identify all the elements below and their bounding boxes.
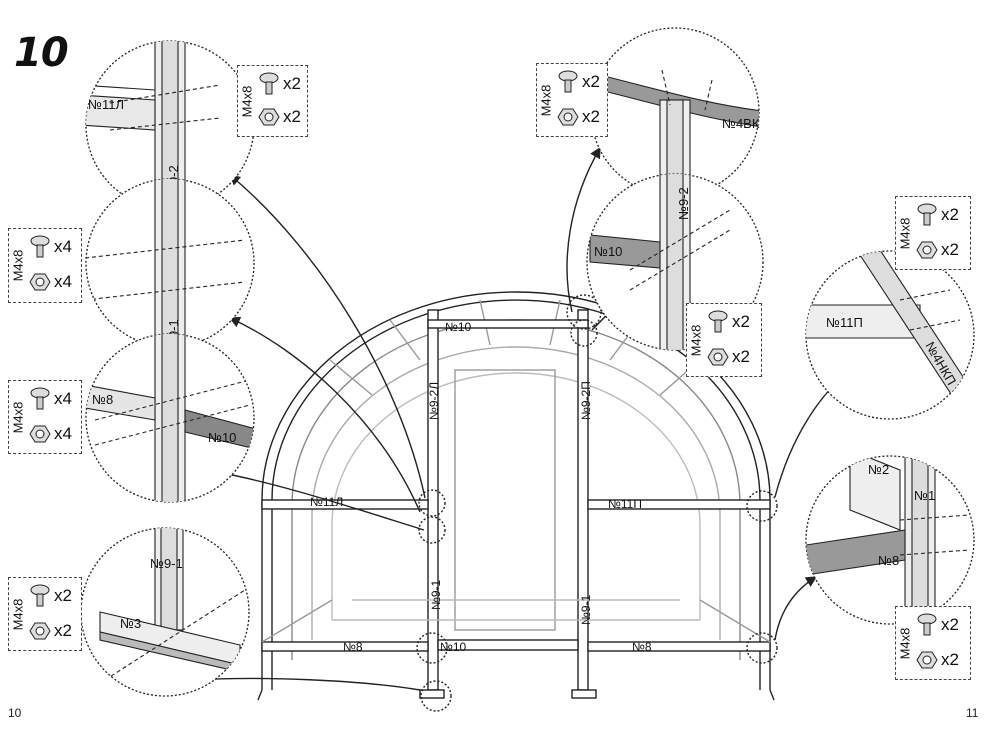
hardware-box-4: M4x8 x2 x2: [8, 577, 82, 651]
screw-icon: [917, 203, 937, 226]
label-11p-detail: №11П: [826, 315, 863, 330]
screw-row: x2: [707, 310, 750, 334]
label-9-2l: №9-2Л: [427, 382, 441, 420]
label-8-detail: №8: [92, 392, 113, 407]
screw-icon: [558, 70, 578, 93]
screw-row: x2: [557, 70, 600, 94]
label-2-detail: №2: [868, 462, 889, 477]
nut-icon: [29, 425, 51, 443]
callout-arrows: [193, 146, 860, 691]
hardware-box-2: M4x8 x4 x4: [8, 228, 82, 303]
screw-icon: [30, 387, 50, 410]
greenhouse-frame: [257, 291, 775, 701]
nut-icon: [29, 622, 51, 640]
label-10-detail: №10: [208, 430, 236, 445]
label-9-2-detail-b: №9-2: [676, 187, 691, 220]
nut-row: x4: [29, 271, 72, 293]
hardware-box-7: M4x8 x2 x2: [895, 196, 971, 270]
label-bottom-10: №10: [440, 640, 467, 654]
nut-icon: [916, 241, 938, 259]
frame-labels: №10 №9-2Л №9-2П №11Л №11П №9-1 №9-1 №8 №…: [310, 320, 652, 654]
nut-icon: [916, 651, 938, 669]
page-number-left: 10: [8, 706, 22, 720]
hardware-box-6: M4x8 x2 x2: [686, 303, 762, 377]
nut-row: x2: [707, 346, 750, 368]
label-8-right: №8: [632, 640, 652, 654]
label-10-detail-b: №10: [594, 244, 622, 259]
detail-circle-2-1-8: №2 №1 №8: [805, 455, 975, 625]
nut-icon: [258, 108, 280, 126]
screw-icon: [30, 235, 50, 258]
screw-row: x2: [916, 613, 959, 637]
screw-row: x4: [29, 235, 72, 259]
screw-icon: [708, 310, 728, 333]
label-8-detail-b: №8: [878, 553, 899, 568]
label-9-1-left: №9-1: [429, 579, 443, 610]
hardware-box-1: M4x8 x2 x2: [237, 65, 308, 137]
detail-circle-8-10: №8 №10: [85, 333, 255, 503]
label-9-1-detail-b: №9-1: [150, 556, 183, 571]
screw-icon: [917, 613, 937, 636]
screw-icon: [259, 72, 279, 95]
screw-size-label: M4x8: [239, 85, 255, 117]
detail-circle-9-1-3: №9-1 №3: [80, 527, 250, 697]
nut-icon: [557, 108, 579, 126]
detail-circle-9-1: №9-1: [85, 178, 255, 352]
label-1-detail: №1: [914, 488, 935, 503]
hardware-box-3: M4x8 x4 x4: [8, 380, 82, 454]
page-number-right: 11: [966, 706, 979, 720]
screw-row: x2: [916, 203, 959, 227]
nut-row: x2: [557, 106, 600, 128]
screw-icon: [30, 584, 50, 607]
label-4vk-detail: №4ВК: [722, 116, 760, 131]
screw-row: x4: [29, 387, 72, 411]
label-11p: №11П: [608, 497, 642, 511]
screw-row: x2: [258, 72, 301, 96]
nut-row: x2: [258, 106, 301, 128]
nut-row: x2: [916, 239, 959, 261]
nut-icon: [707, 348, 729, 366]
highlight-markers: [416, 294, 778, 712]
label-11l: №11Л: [310, 495, 343, 509]
step-number: 10: [14, 30, 69, 76]
hardware-box-8: M4x8 x2 x2: [895, 606, 971, 680]
label-top-10: №10: [445, 320, 472, 334]
nut-icon: [29, 273, 51, 291]
label-3-detail: №3: [120, 616, 141, 631]
nut-row: x4: [29, 423, 72, 445]
nut-row: x2: [916, 649, 959, 671]
label-11l-detail: №11Л: [88, 97, 124, 112]
label-9-2p: №9-2П: [579, 381, 593, 420]
nut-row: x2: [29, 620, 72, 642]
label-9-1-right: №9-1: [579, 594, 593, 625]
hardware-box-5: M4x8 x2 x2: [536, 63, 608, 137]
screw-row: x2: [29, 584, 72, 608]
label-8-left: №8: [343, 640, 363, 654]
